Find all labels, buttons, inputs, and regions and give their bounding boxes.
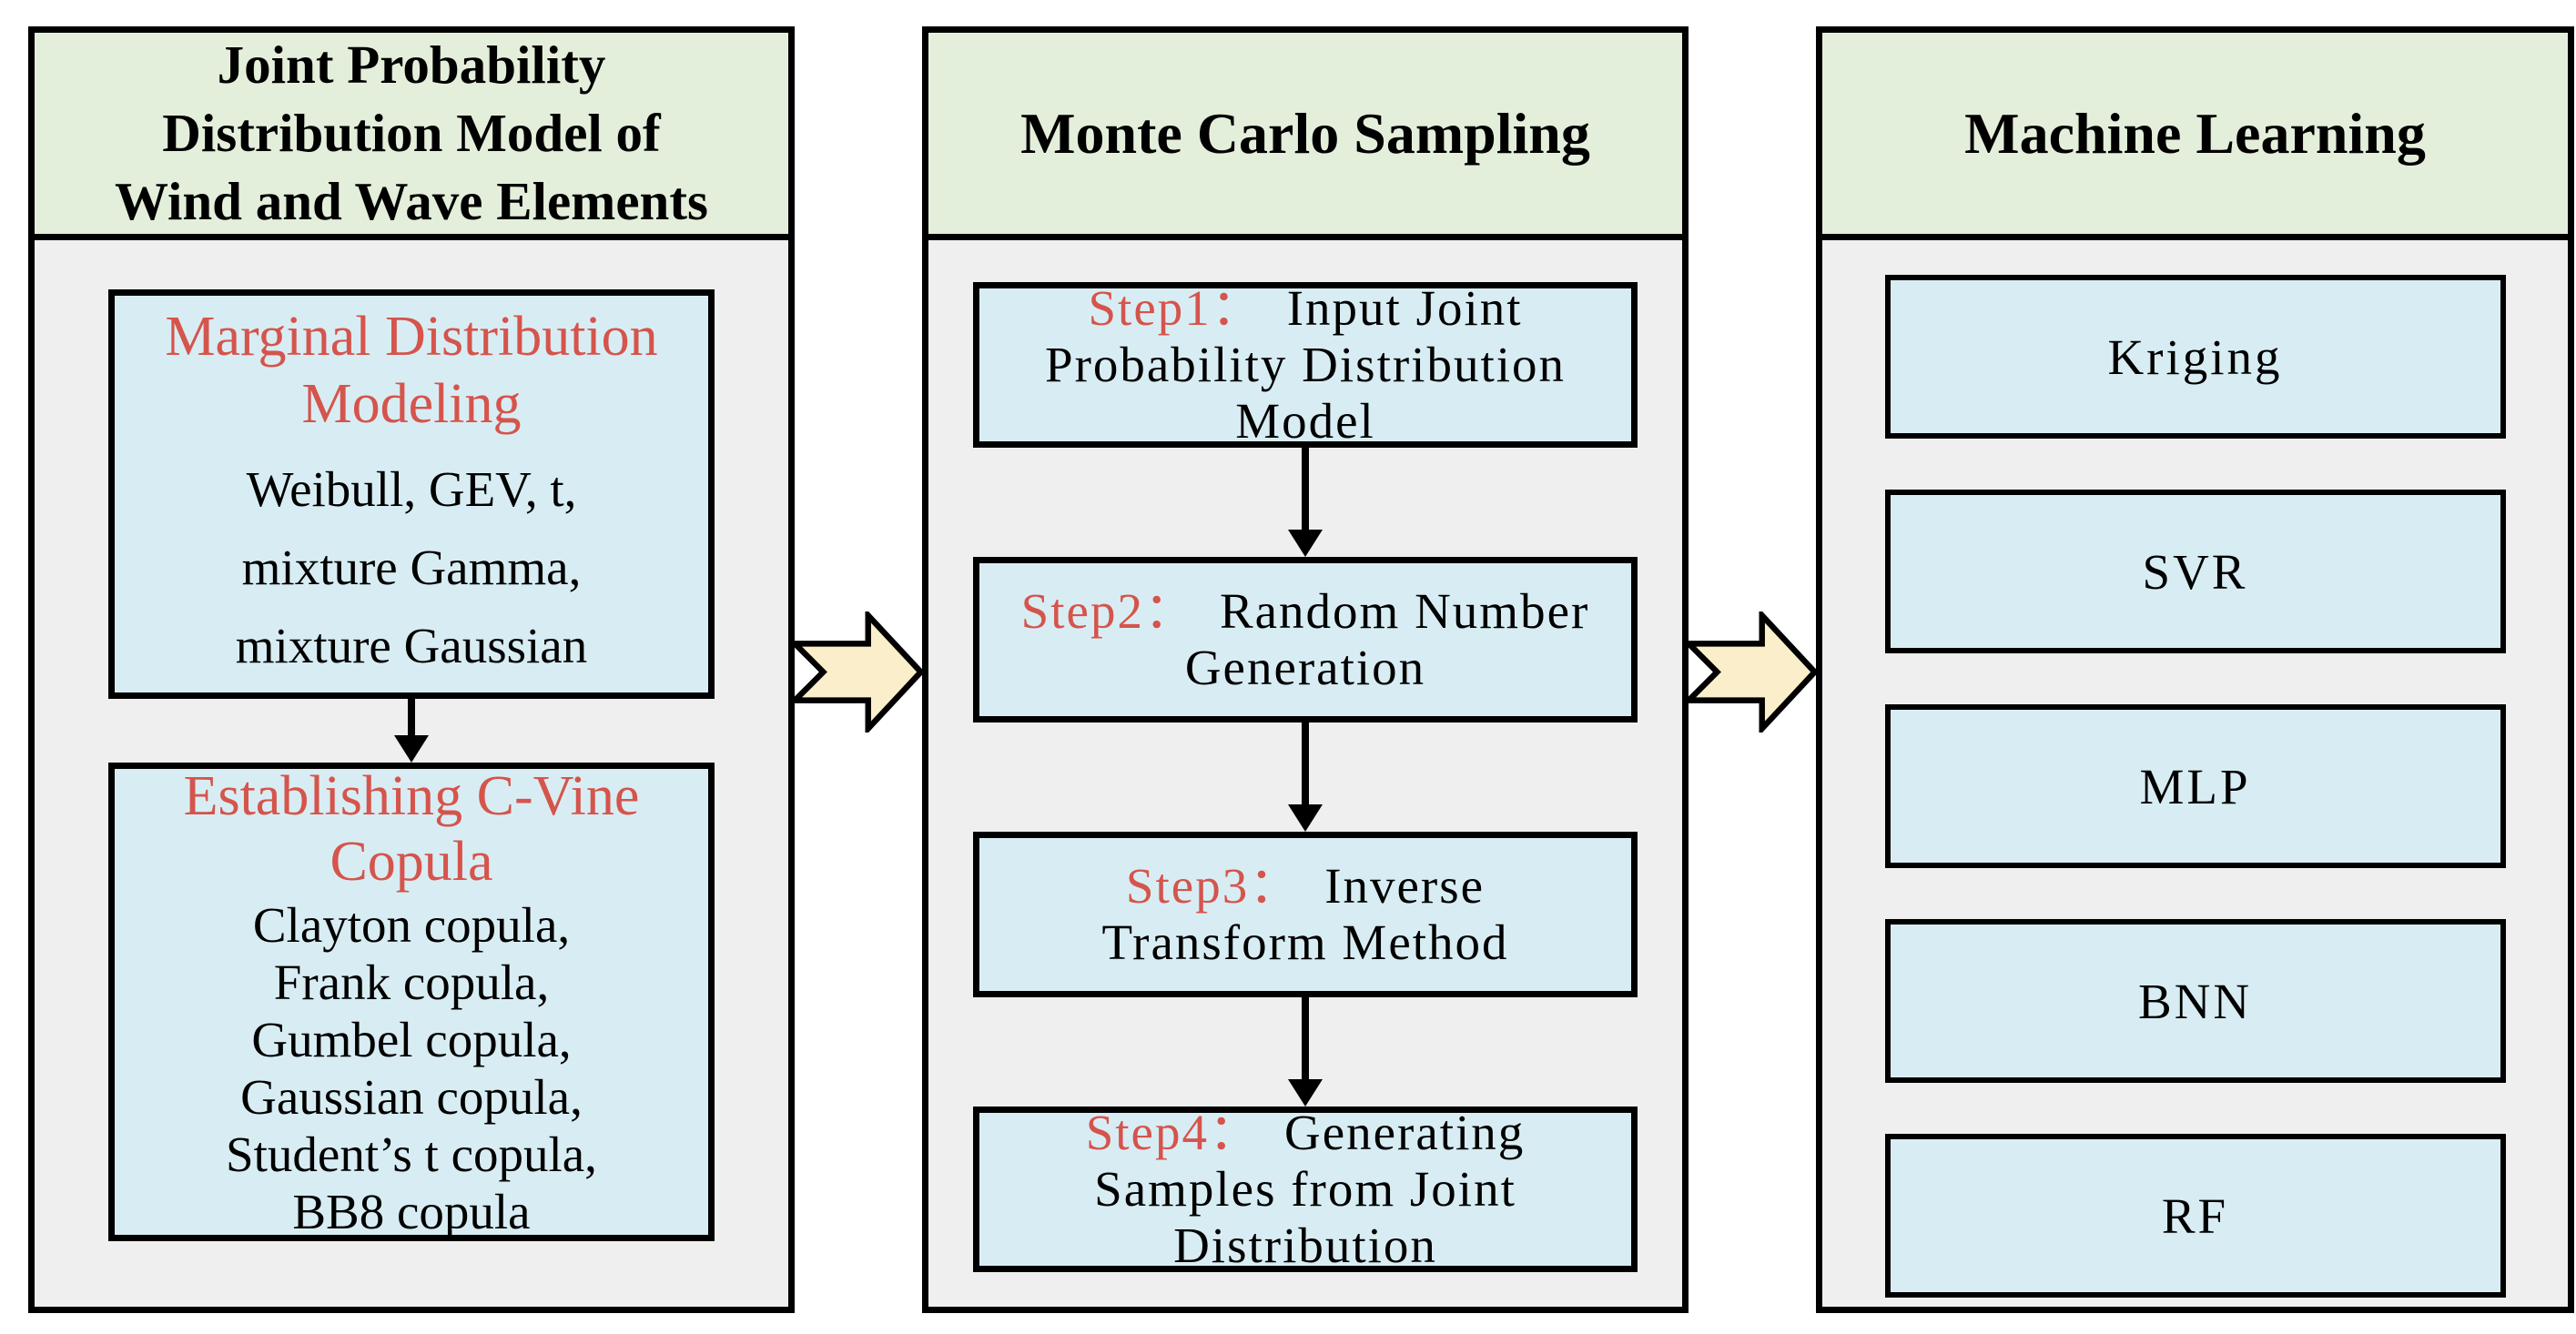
arrow-head xyxy=(1288,1079,1323,1107)
step-line: Generation xyxy=(1184,640,1426,695)
box-rf: RF xyxy=(1884,1134,2506,1298)
box-text: Clayton copula, Frank copula, Gumbel cop… xyxy=(226,896,597,1240)
arrow-head xyxy=(394,735,429,763)
box-establishing-cvine-copula: Establishing C-Vine Copula Clayton copul… xyxy=(108,763,715,1241)
box-text-line: Weibull, GEV, t, xyxy=(246,461,577,517)
ml-method-label: BNN xyxy=(2137,973,2253,1029)
column-gap-2 xyxy=(1685,26,1820,1313)
header-line: Monte Carlo Sampling xyxy=(1020,100,1590,166)
step-line: Transform Method xyxy=(1101,915,1509,970)
arrow-down-icon xyxy=(1288,723,1323,832)
arrow-stem xyxy=(1302,997,1309,1079)
box-text-line: Gaussian copula, xyxy=(240,1069,583,1125)
flow-arrow-right-icon xyxy=(1685,611,1820,733)
step-text: Input Joint xyxy=(1286,280,1523,336)
box-mlp: MLP xyxy=(1884,704,2506,868)
column-machine-learning: Machine Learning Kriging SVR MLP BNN RF xyxy=(1816,26,2574,1313)
box-title-line: Modeling xyxy=(301,373,522,435)
arrow-stem xyxy=(1302,723,1309,804)
arrow-down-icon xyxy=(1288,448,1323,557)
box-text-line: mixture Gamma, xyxy=(241,540,582,595)
step-line: Step3： Inverse xyxy=(1126,858,1485,915)
box-marginal-distribution-modeling: Marginal Distribution Modeling Weibull, … xyxy=(108,289,715,699)
box-text-line: Frank copula, xyxy=(273,955,550,1010)
box-title-line: Establishing C-Vine xyxy=(183,765,640,827)
step-line: Model xyxy=(1235,393,1375,449)
box-text: Weibull, GEV, t, mixture Gamma, mixture … xyxy=(236,450,587,685)
arrow-down-icon xyxy=(394,699,429,763)
column-body-machine-learning: Kriging SVR MLP BNN RF xyxy=(1822,240,2568,1307)
box-svr: SVR xyxy=(1884,490,2506,653)
arrow-stem xyxy=(1302,448,1309,530)
header-line: Wind and Wave Elements xyxy=(115,171,708,231)
header-line: Distribution Model of xyxy=(162,103,661,163)
box-text-line: BB8 copula xyxy=(292,1184,531,1239)
box-step4: Step4： Generating Samples from Joint Dist… xyxy=(973,1105,1638,1273)
header-line: Machine Learning xyxy=(1964,100,2426,166)
box-text-line: Student’s t copula, xyxy=(226,1127,597,1182)
box-step2: Step2： Random Number Generation xyxy=(973,557,1638,723)
column-header-machine-learning: Machine Learning xyxy=(1822,33,2568,240)
box-text-line: Clayton copula, xyxy=(252,897,571,953)
column-joint-probability-model: Joint Probability Distribution Model of … xyxy=(28,26,795,1313)
column-header-joint-probability-model: Joint Probability Distribution Model of … xyxy=(35,33,788,240)
arrow-down-icon xyxy=(1288,997,1323,1107)
arrow-stem xyxy=(408,699,415,735)
step-line: Probability Distribution xyxy=(1044,337,1567,392)
box-title-line: Marginal Distribution xyxy=(165,306,658,368)
step-text: Random Number xyxy=(1219,583,1590,639)
step-text: Generating xyxy=(1283,1105,1526,1160)
box-title: Establishing C-Vine Copula xyxy=(184,763,640,894)
box-text-line: mixture Gaussian xyxy=(235,618,588,673)
box-kriging: Kriging xyxy=(1884,275,2506,439)
flow-arrow-right-icon xyxy=(791,611,926,733)
box-step3: Step3： Inverse Transform Method xyxy=(973,832,1638,997)
step-label: Step2： xyxy=(1020,583,1196,639)
step-line: Step2： Random Number xyxy=(1021,583,1590,640)
arrow-head xyxy=(1288,804,1323,832)
ml-method-label: RF xyxy=(2161,1187,2229,1244)
diagram-row: Joint Probability Distribution Model of … xyxy=(28,26,2574,1313)
step-line: Step1： Input Joint xyxy=(1088,280,1522,337)
step-text: Inverse xyxy=(1324,858,1486,914)
box-text-line: Gumbel copula, xyxy=(251,1012,572,1067)
column-body-joint-probability-model: Marginal Distribution Modeling Weibull, … xyxy=(35,240,788,1307)
header-line: Joint Probability xyxy=(217,35,606,95)
arrow-head xyxy=(1288,530,1323,557)
step-line: Step4： Generating xyxy=(1086,1105,1526,1161)
box-title-line: Copula xyxy=(330,831,493,893)
ml-method-label: Kriging xyxy=(2107,328,2283,385)
column-monte-carlo-sampling: Monte Carlo Sampling Step1： Input Joint P… xyxy=(922,26,1689,1313)
step-label: Step1： xyxy=(1088,280,1263,336)
column-header-monte-carlo-sampling: Monte Carlo Sampling xyxy=(928,33,1682,240)
box-step1: Step1： Input Joint Probability Distributi… xyxy=(973,280,1638,449)
box-bnn: BNN xyxy=(1884,919,2506,1083)
step-label: Step3： xyxy=(1125,858,1302,914)
ml-method-label: SVR xyxy=(2142,543,2248,600)
step-line: Distribution xyxy=(1173,1218,1437,1273)
box-title: Marginal Distribution Modeling xyxy=(165,303,657,438)
step-line: Samples from Joint xyxy=(1094,1161,1516,1217)
ml-method-label: MLP xyxy=(2139,758,2251,814)
column-body-monte-carlo-sampling: Step1： Input Joint Probability Distributi… xyxy=(928,240,1682,1307)
column-gap-1 xyxy=(791,26,926,1313)
step-label: Step4： xyxy=(1085,1105,1261,1160)
